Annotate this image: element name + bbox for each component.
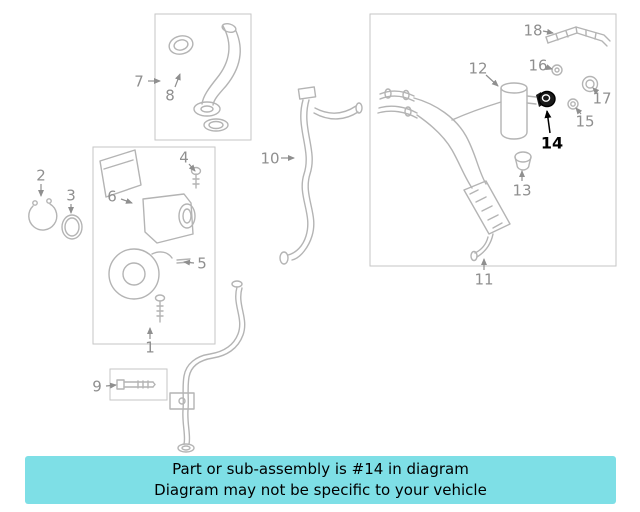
callout-9: 9 <box>92 377 102 395</box>
callout-10: 10 <box>260 149 279 167</box>
diagram-art <box>28 23 611 453</box>
part-group-oil-hose <box>169 86 363 453</box>
callout-12: 12 <box>468 59 487 77</box>
callout-11: 11 <box>474 270 493 288</box>
callout-15: 15 <box>575 112 594 130</box>
part-group-bolt <box>116 379 156 390</box>
callout-arrow-4 <box>188 163 196 172</box>
part-group-rings <box>28 198 83 240</box>
callout-arrow-16 <box>545 64 553 70</box>
callout-4: 4 <box>179 148 189 166</box>
callout-5: 5 <box>197 254 207 272</box>
hose-sensor-group-box <box>369 13 617 267</box>
callout-17: 17 <box>592 89 611 107</box>
banner-line2: Diagram may not be specific to your vehi… <box>154 481 487 499</box>
part-group-turbo <box>99 149 202 323</box>
callout-3: 3 <box>66 186 76 204</box>
callout-arrow-15 <box>575 107 583 115</box>
callout-14: 14 <box>541 134 563 153</box>
part-group-sensor <box>500 26 611 171</box>
callout-8: 8 <box>165 86 175 104</box>
callout-6: 6 <box>107 187 117 205</box>
callout-arrow-12 <box>485 74 499 87</box>
callout-arrow-9 <box>105 382 117 389</box>
callout-13: 13 <box>512 181 531 199</box>
part-group-vacuum-hoses <box>377 88 511 262</box>
part-14-highlight <box>536 90 556 108</box>
callout-1: 1 <box>145 338 155 356</box>
callout-arrows <box>38 28 600 389</box>
callout-18: 18 <box>523 21 542 39</box>
banner-line1: Part or sub-assembly is #14 in diagram <box>172 460 469 478</box>
callout-16: 16 <box>528 56 547 74</box>
callout-arrow-17 <box>592 87 600 95</box>
callout-arrow-6 <box>120 198 133 204</box>
pipe-group-box <box>154 13 252 141</box>
callout-arrow-8 <box>174 73 181 88</box>
callout-arrow-5 <box>183 259 195 266</box>
notice-banner: Part or sub-assembly is #14 in diagram D… <box>25 456 616 504</box>
callout-arrow-14 <box>544 110 552 134</box>
turbo-group-box <box>92 146 216 345</box>
part-group-pipe <box>168 23 241 132</box>
callout-arrow-18 <box>542 28 554 35</box>
callout-7: 7 <box>134 72 144 90</box>
callout-2: 2 <box>36 166 46 184</box>
group-boxes <box>92 13 617 401</box>
